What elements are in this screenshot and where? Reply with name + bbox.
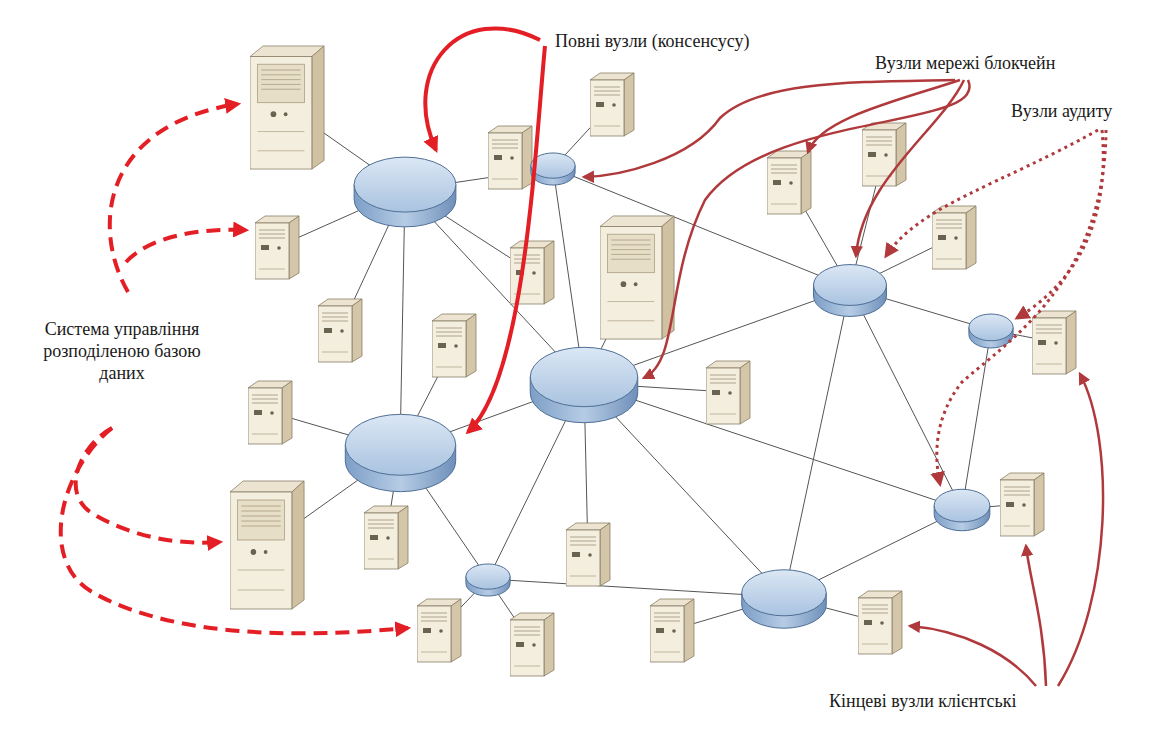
- annotation-label: Повні вузли (консенсусу): [552, 30, 753, 52]
- leader-arrow: [808, 80, 960, 152]
- annotation-label: Вузли аудиту: [1008, 100, 1115, 122]
- leader-arrow: [1017, 130, 1103, 318]
- leader-arrow: [61, 428, 408, 633]
- network-link: [488, 579, 784, 597]
- leader-arrow: [1026, 546, 1046, 686]
- server-icon: [590, 73, 634, 136]
- network-link: [400, 190, 405, 450]
- leader-arrow: [110, 104, 238, 292]
- server-icon: [767, 151, 811, 214]
- node-cylinder: [814, 265, 887, 317]
- server-icon: [1000, 473, 1044, 536]
- rack-server: [250, 46, 324, 169]
- annotation-label: Вузли мережі блокчейн: [872, 52, 1058, 74]
- server-icon: [255, 216, 299, 279]
- node-cylinder: [530, 347, 638, 422]
- annotation-label: Кінцеві вузли клієнтські: [826, 690, 1020, 712]
- leader-arrow: [126, 230, 246, 262]
- leader-arrow: [910, 626, 1036, 686]
- node-cylinder: [934, 489, 990, 530]
- server-icon: [417, 599, 461, 662]
- node-cylinder: [354, 157, 456, 227]
- network-link: [850, 288, 962, 509]
- node-cylinder: [345, 414, 455, 491]
- node-cylinder: [531, 153, 575, 185]
- server-icon: [488, 126, 532, 189]
- server-icon: [706, 361, 750, 424]
- blockchain-nodes: [345, 153, 1013, 628]
- leader-arrow: [76, 428, 220, 543]
- leader-arrow: [468, 46, 545, 432]
- server-icon: [510, 613, 554, 676]
- network-links: [267, 104, 1054, 644]
- rack-server: [600, 216, 674, 339]
- server-icon: [432, 314, 476, 377]
- leader-arrow: [644, 80, 970, 378]
- network-link: [784, 288, 850, 597]
- network-link: [584, 383, 962, 509]
- annotation-label: Система управління розподіленою базою да…: [24, 318, 220, 384]
- rack-server: [230, 481, 304, 609]
- server-icon: [932, 206, 976, 269]
- node-cylinder: [969, 314, 1013, 348]
- leader-arrow: [1058, 374, 1103, 686]
- server-icon: [862, 123, 906, 186]
- leader-arrow: [425, 28, 540, 150]
- servers: [230, 46, 1076, 676]
- server-icon: [318, 299, 362, 362]
- leader-arrow: [937, 130, 1106, 484]
- server-icon: [566, 523, 610, 586]
- node-cylinder: [742, 570, 826, 628]
- server-icon: [858, 591, 902, 654]
- network-link: [962, 330, 991, 509]
- leader-arrow: [886, 130, 1098, 256]
- server-icon: [650, 599, 694, 662]
- server-icon: [1032, 311, 1076, 374]
- node-cylinder: [466, 564, 510, 596]
- server-icon: [248, 381, 292, 444]
- server-icon: [364, 506, 408, 569]
